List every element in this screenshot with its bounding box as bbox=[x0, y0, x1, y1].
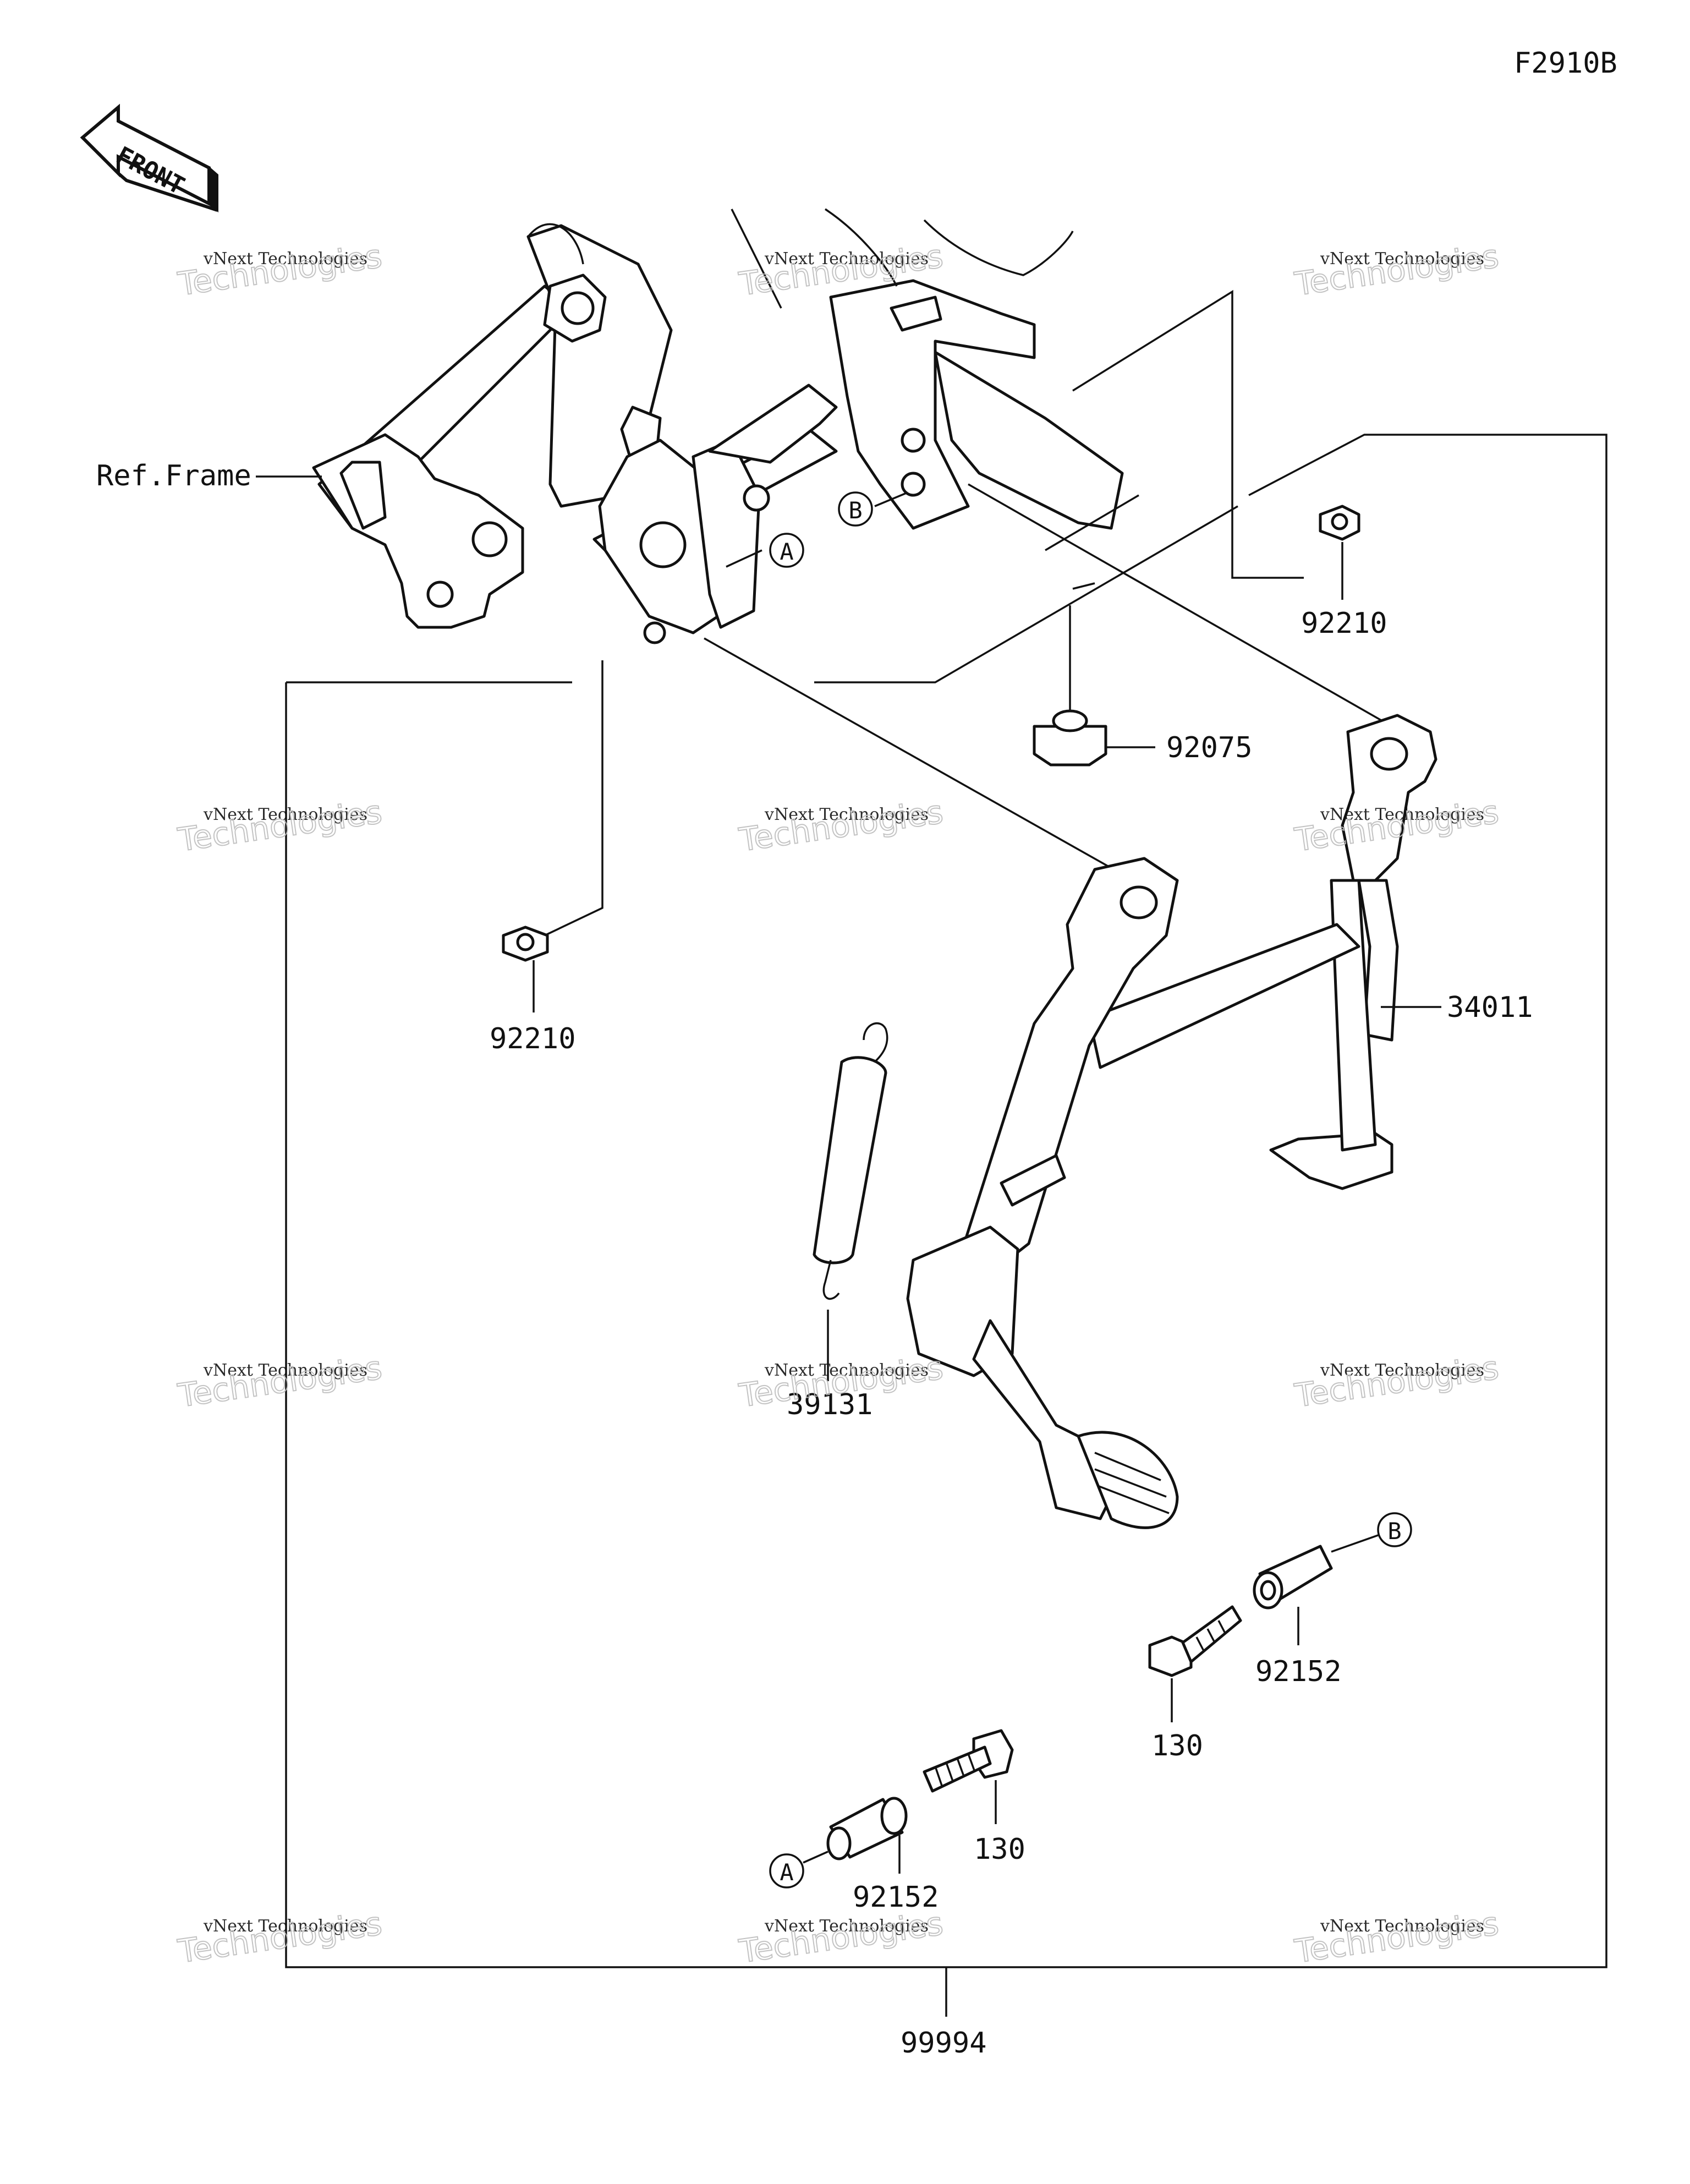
part-label-92210-upper: 92210 bbox=[1301, 607, 1387, 640]
svg-text:vNext Technologies: vNext Technologies bbox=[764, 805, 929, 824]
collar-92152-right: 92152 bbox=[1253, 1545, 1342, 1688]
svg-text:Technologies: Technologies bbox=[1292, 237, 1501, 303]
svg-text:vNext Technologies: vNext Technologies bbox=[203, 1361, 367, 1380]
collar-92152-left: 92152 bbox=[826, 1797, 939, 1914]
part-label-130-right: 130 bbox=[1151, 1729, 1203, 1762]
part-label-92210-lower: 92210 bbox=[490, 1022, 576, 1055]
front-arrow-icon: FRONT bbox=[80, 103, 218, 213]
watermark-9: vNext Technologies Technologies bbox=[1292, 1348, 1501, 1415]
callout-b-upper: B bbox=[838, 491, 908, 527]
part-label-92152-left: 92152 bbox=[853, 1881, 939, 1914]
svg-text:vNext Technologies: vNext Technologies bbox=[1320, 249, 1484, 269]
bolt-130-left: 130 bbox=[923, 1729, 1025, 1866]
watermark-12: vNext Technologies Technologies bbox=[1292, 1904, 1501, 1970]
nut-92210-upper: 92210 bbox=[1301, 505, 1387, 640]
svg-text:Technologies: Technologies bbox=[737, 793, 945, 858]
svg-text:A: A bbox=[780, 538, 793, 565]
svg-text:vNext Technologies: vNext Technologies bbox=[1320, 1361, 1484, 1380]
svg-text:Technologies: Technologies bbox=[1292, 1349, 1501, 1414]
watermark-1: vNext Technologies Technologies bbox=[175, 237, 385, 303]
svg-text:Technologies: Technologies bbox=[175, 237, 384, 303]
svg-text:Technologies: Technologies bbox=[175, 793, 384, 858]
svg-text:vNext Technologies: vNext Technologies bbox=[203, 249, 367, 269]
svg-text:B: B bbox=[848, 497, 862, 524]
callout-b-lower: B bbox=[1331, 1512, 1412, 1553]
svg-text:Technologies: Technologies bbox=[1292, 1904, 1501, 1970]
spring-39131: 39131 bbox=[787, 1022, 888, 1421]
svg-text:vNext Technologies: vNext Technologies bbox=[203, 1917, 367, 1936]
svg-text:vNext Technologies: vNext Technologies bbox=[1320, 805, 1484, 824]
svg-text:Technologies: Technologies bbox=[175, 1349, 384, 1414]
center-stand-34011: 34011 bbox=[906, 714, 1533, 1529]
callout-a-lower: A bbox=[769, 1851, 828, 1889]
part-label-34011: 34011 bbox=[1447, 991, 1533, 1024]
watermark-7: vNext Technologies Technologies bbox=[175, 1348, 385, 1415]
svg-text:vNext Technologies: vNext Technologies bbox=[203, 805, 367, 824]
part-label-92075: 92075 bbox=[1166, 731, 1253, 764]
watermark-10: vNext Technologies Technologies bbox=[175, 1904, 385, 1970]
svg-text:B: B bbox=[1387, 1518, 1401, 1545]
watermark-11: vNext Technologies Technologies bbox=[736, 1904, 946, 1970]
svg-text:Technologies: Technologies bbox=[175, 1904, 384, 1970]
svg-text:Technologies: Technologies bbox=[737, 1904, 945, 1970]
rubber-92075: 92075 bbox=[1033, 605, 1253, 767]
part-label-39131: 39131 bbox=[787, 1388, 873, 1421]
diagram-code: F2910B bbox=[1514, 47, 1617, 80]
nut-92210-lower: 92210 bbox=[490, 660, 603, 1055]
svg-text:A: A bbox=[780, 1859, 793, 1886]
callout-a-upper: A bbox=[726, 533, 804, 568]
frame-assembly bbox=[312, 208, 1124, 644]
part-label-99994: 99994 bbox=[901, 2027, 987, 2060]
svg-text:vNext Technologies: vNext Technologies bbox=[764, 249, 929, 269]
svg-text:vNext Technologies: vNext Technologies bbox=[764, 1361, 929, 1380]
svg-text:vNext Technologies: vNext Technologies bbox=[1320, 1917, 1484, 1936]
watermark-5: vNext Technologies Technologies bbox=[736, 792, 946, 859]
watermark-4: vNext Technologies Technologies bbox=[175, 792, 385, 859]
watermark-3: vNext Technologies Technologies bbox=[1292, 237, 1501, 303]
part-label-92152-right: 92152 bbox=[1255, 1655, 1342, 1688]
ref-frame-label: Ref.Frame bbox=[96, 459, 251, 492]
svg-text:vNext Technologies: vNext Technologies bbox=[764, 1917, 929, 1936]
part-label-130-left: 130 bbox=[974, 1833, 1025, 1866]
bolt-130-right: 130 bbox=[1148, 1605, 1242, 1762]
